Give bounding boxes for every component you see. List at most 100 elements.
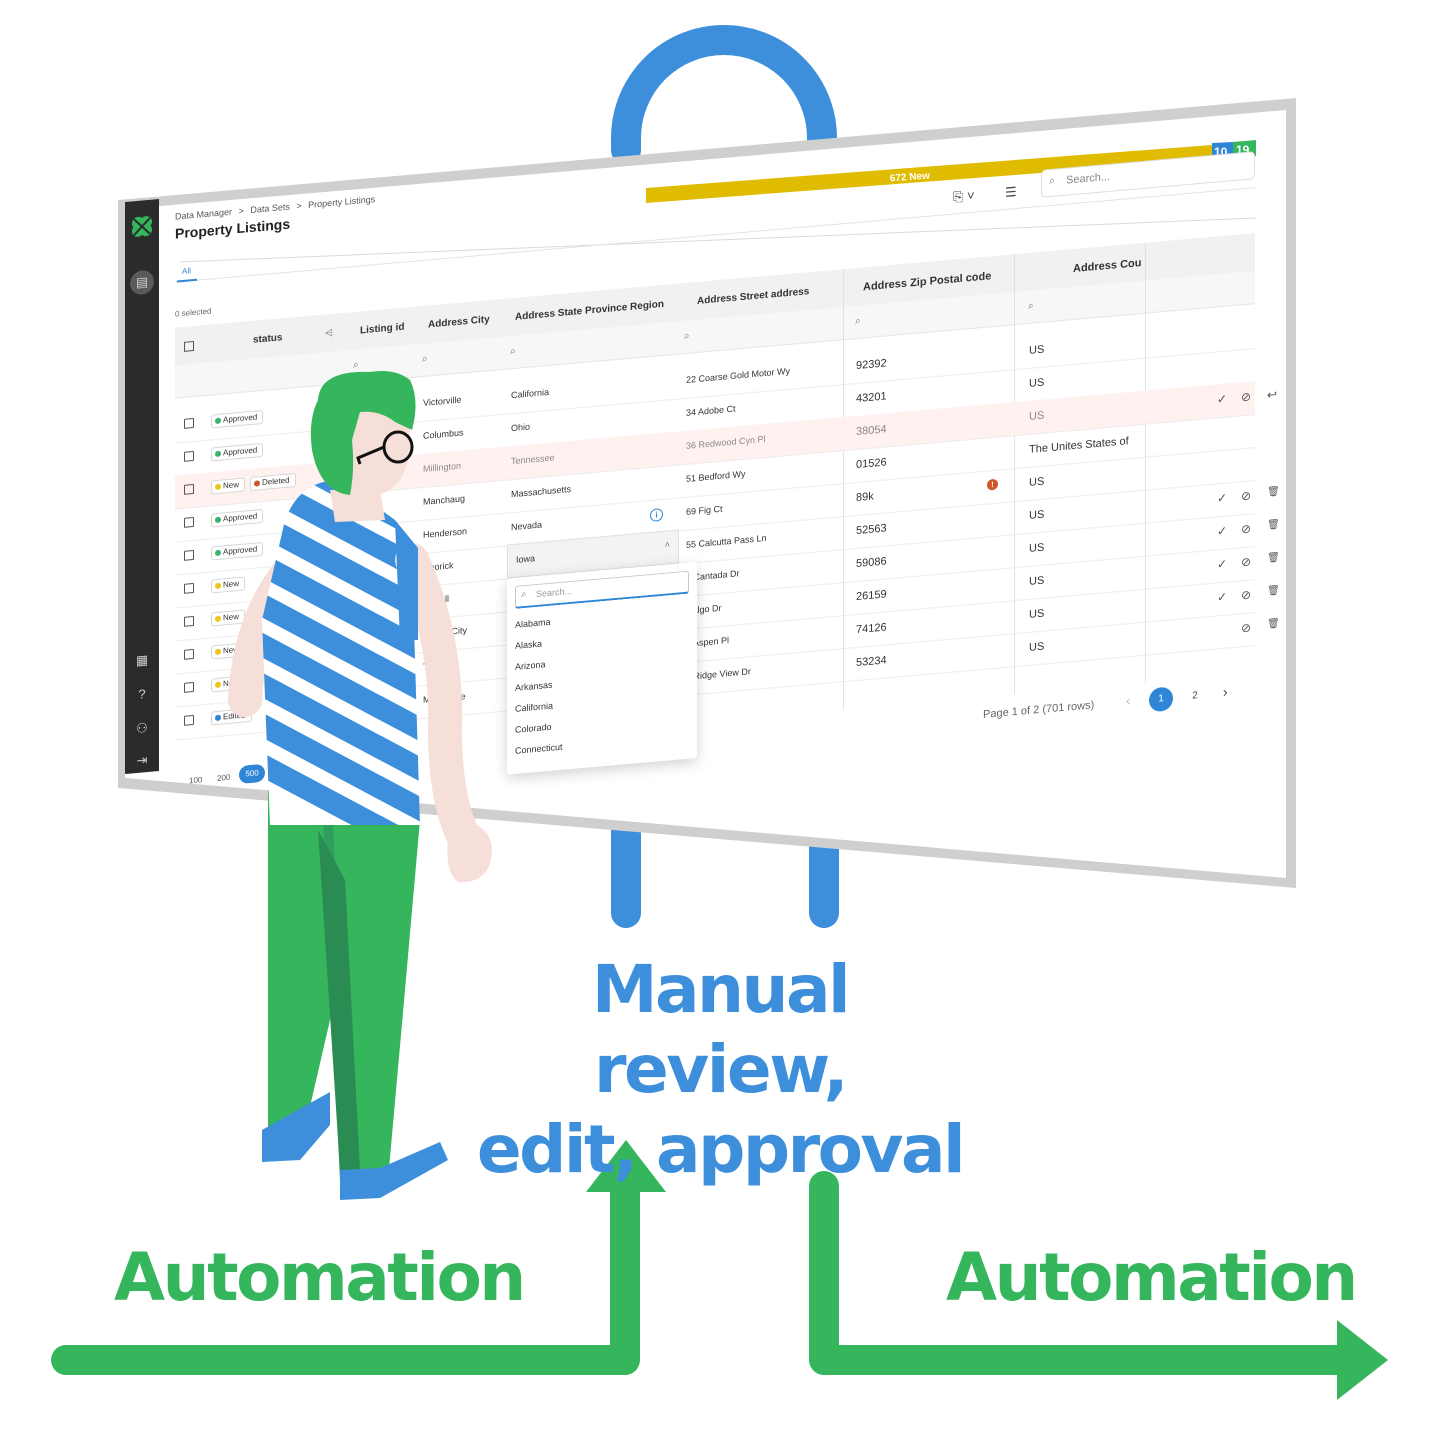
- zip-cell[interactable]: 59086: [856, 555, 887, 571]
- zip-cell[interactable]: 01526: [856, 456, 887, 472]
- street-cell[interactable]: 36 Redwood Cyn Pl: [686, 433, 766, 451]
- chevron-right-icon[interactable]: ›: [1223, 683, 1228, 700]
- columns-icon[interactable]: ☰: [1005, 183, 1017, 201]
- page-1-button[interactable]: 1: [1149, 686, 1173, 713]
- city-cell[interactable]: Manchaug: [423, 493, 466, 507]
- row-checkbox[interactable]: [184, 549, 194, 561]
- country-cell[interactable]: US: [1029, 343, 1045, 357]
- search-icon[interactable]: ⌕: [510, 345, 516, 358]
- search-icon[interactable]: ⌕: [684, 330, 690, 343]
- city-cell[interactable]: Victorville: [423, 394, 462, 408]
- street-cell[interactable]: 22 Coarse Gold Motor Wy: [686, 365, 790, 385]
- check-icon[interactable]: ✓: [1217, 391, 1228, 407]
- country-cell[interactable]: US: [1029, 574, 1045, 588]
- street-cell[interactable]: 34 Adobe Ct: [686, 403, 736, 418]
- dropdown-option[interactable]: Colorado: [515, 721, 552, 735]
- undo-icon[interactable]: ↩: [1267, 387, 1278, 403]
- city-cell[interactable]: Heorick: [423, 560, 454, 573]
- dropdown-option[interactable]: Arkansas: [515, 679, 553, 693]
- breadcrumb-data-manager[interactable]: Data Manager: [175, 206, 233, 222]
- clover-logo-icon[interactable]: [130, 213, 154, 239]
- country-cell[interactable]: US: [1029, 640, 1045, 654]
- select-all-checkbox[interactable]: [184, 340, 194, 352]
- city-cell[interactable]: Milwaukee: [423, 691, 466, 705]
- search-icon[interactable]: ⌕: [422, 353, 428, 366]
- column-header-status[interactable]: status: [253, 332, 283, 346]
- zip-cell[interactable]: 43201: [856, 390, 887, 406]
- export-icon[interactable]: ⎘ ˅: [953, 187, 975, 205]
- row-checkbox[interactable]: [184, 648, 194, 660]
- street-cell[interactable]: 51 Bedford Wy: [686, 468, 746, 484]
- row-checkbox[interactable]: [184, 450, 194, 462]
- help-icon[interactable]: ?: [138, 686, 146, 702]
- tab-all[interactable]: All: [182, 266, 191, 277]
- country-cell[interactable]: US: [1029, 475, 1045, 489]
- listing-id-cell[interactable]: 58: [370, 500, 381, 512]
- chevron-up-icon[interactable]: ˄: [664, 539, 670, 550]
- check-icon[interactable]: ✓: [1217, 589, 1228, 605]
- row-checkbox[interactable]: [184, 582, 194, 594]
- check-circle-icon[interactable]: ⊘: [1241, 620, 1252, 636]
- zip-cell[interactable]: 53234: [856, 654, 887, 670]
- zip-cell[interactable]: 74126: [856, 621, 887, 637]
- check-circle-icon[interactable]: ⊘: [1241, 587, 1252, 603]
- check-circle-icon[interactable]: ⊘: [1241, 389, 1252, 405]
- zip-cell[interactable]: 26159: [856, 588, 887, 604]
- search-icon[interactable]: ⌕: [353, 359, 359, 372]
- street-cell[interactable]: 69 Fig Ct: [686, 503, 723, 517]
- search-icon[interactable]: ⌕: [1028, 300, 1034, 312]
- zip-cell[interactable]: 38054: [856, 423, 887, 439]
- grid-icon[interactable]: ▦: [135, 651, 149, 669]
- dropdown-option[interactable]: Arizona: [515, 659, 546, 672]
- row-checkbox[interactable]: [184, 417, 194, 429]
- country-cell[interactable]: US: [1029, 376, 1045, 390]
- trash-icon[interactable]: 🗑: [1267, 584, 1280, 598]
- row-checkbox[interactable]: [184, 483, 194, 495]
- chevron-left-icon[interactable]: ‹: [1126, 692, 1131, 709]
- check-icon[interactable]: ✓: [1217, 556, 1228, 572]
- page-size-200[interactable]: 200: [217, 772, 231, 783]
- dropdown-option[interactable]: Alaska: [515, 638, 543, 651]
- dropdown-option[interactable]: Alabama: [515, 616, 551, 630]
- check-icon[interactable]: ✓: [1217, 490, 1228, 506]
- zip-cell[interactable]: 52563: [856, 522, 887, 538]
- zip-cell[interactable]: 92392: [856, 357, 887, 373]
- check-circle-icon[interactable]: ⊘: [1241, 521, 1252, 537]
- country-cell[interactable]: US: [1029, 508, 1045, 522]
- country-cell[interactable]: US: [1029, 541, 1045, 555]
- city-cell[interactable]: Columbus: [423, 427, 464, 441]
- column-header-city[interactable]: Address City: [428, 314, 490, 331]
- city-cell[interactable]: Wilsall: [423, 593, 449, 606]
- city-cell[interactable]: Tulsa: [423, 660, 445, 672]
- search-icon[interactable]: ⌕: [855, 315, 861, 328]
- street-cell[interactable]: 55 Calcutta Pass Ln: [686, 532, 767, 550]
- state-cell[interactable]: Tennessee: [511, 452, 555, 467]
- page-size-100[interactable]: 100: [189, 775, 203, 786]
- column-header-street[interactable]: Address Street address: [697, 286, 810, 307]
- logout-icon[interactable]: ⇥: [136, 752, 148, 768]
- row-checkbox[interactable]: [184, 516, 194, 528]
- country-cell[interactable]: US: [1029, 409, 1045, 423]
- trash-icon[interactable]: 🗑: [1267, 551, 1280, 565]
- filter-icon[interactable]: ⩤: [325, 327, 333, 340]
- user-icon[interactable]: ⚇: [136, 720, 148, 737]
- column-header-country[interactable]: Address Cou: [1073, 257, 1142, 276]
- breadcrumb-data-sets[interactable]: Data Sets: [250, 201, 290, 216]
- state-cell[interactable]: Nevada: [511, 519, 543, 533]
- row-checkbox[interactable]: [184, 615, 194, 627]
- trash-icon[interactable]: 🗑: [1267, 518, 1280, 532]
- page-size-500[interactable]: 500: [239, 763, 265, 785]
- city-cell[interactable]: Millington: [423, 460, 462, 474]
- country-cell[interactable]: US: [1029, 607, 1045, 621]
- check-circle-icon[interactable]: ⊘: [1241, 554, 1252, 570]
- column-header-listing-id[interactable]: Listing id: [360, 321, 405, 337]
- trash-icon[interactable]: 🗑: [1267, 485, 1280, 499]
- zip-cell[interactable]: 89k: [856, 490, 874, 505]
- info-icon[interactable]: i: [650, 507, 663, 523]
- trash-icon[interactable]: 🗑: [1267, 617, 1280, 631]
- country-cell[interactable]: The Unites States of: [1029, 435, 1129, 456]
- dropdown-option[interactable]: Connecticut: [515, 741, 563, 756]
- error-icon[interactable]: !: [987, 478, 998, 491]
- city-cell[interactable]: Henderson: [423, 526, 468, 540]
- column-header-state[interactable]: Address State Province Region: [515, 298, 664, 323]
